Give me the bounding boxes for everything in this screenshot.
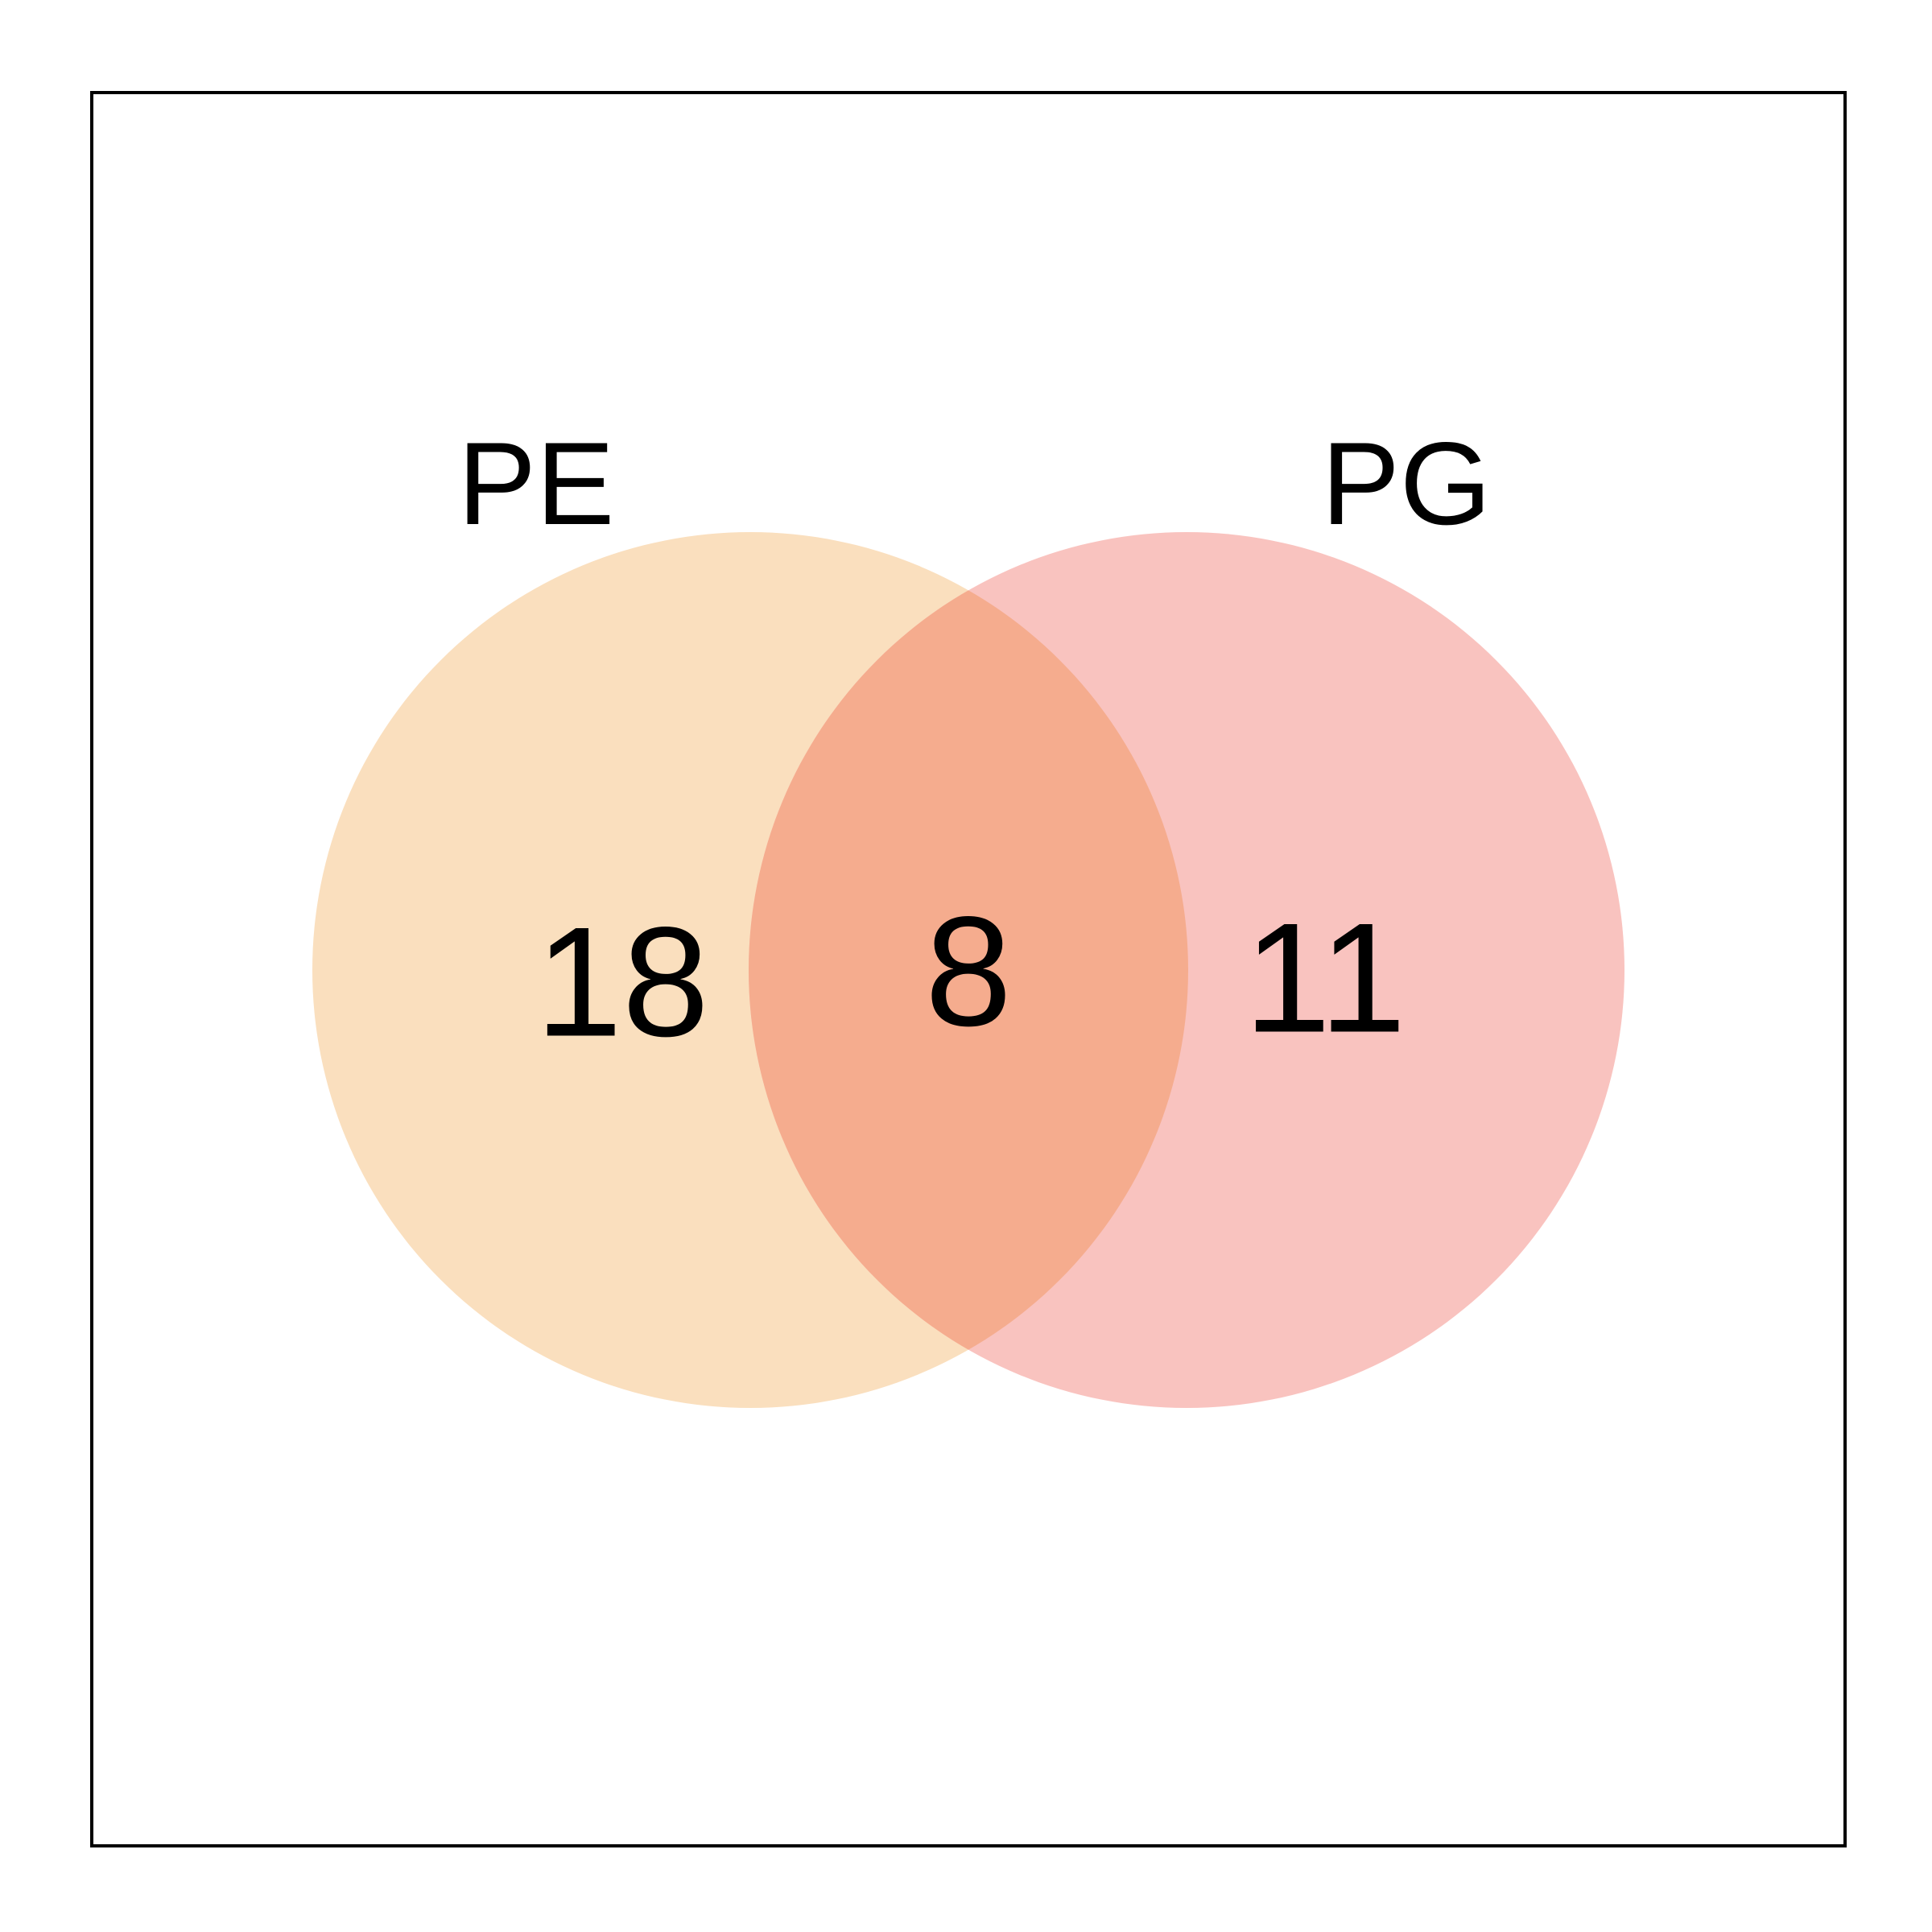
count-pe-only: 18 [535, 895, 709, 1070]
set-label-pe: PE [458, 418, 615, 549]
overlap-region [749, 532, 1188, 1408]
count-pg-only: 11 [1244, 891, 1406, 1066]
set-label-pg: PG [1322, 418, 1492, 549]
plot-border [90, 91, 1847, 1847]
count-both: 8 [925, 885, 1012, 1059]
